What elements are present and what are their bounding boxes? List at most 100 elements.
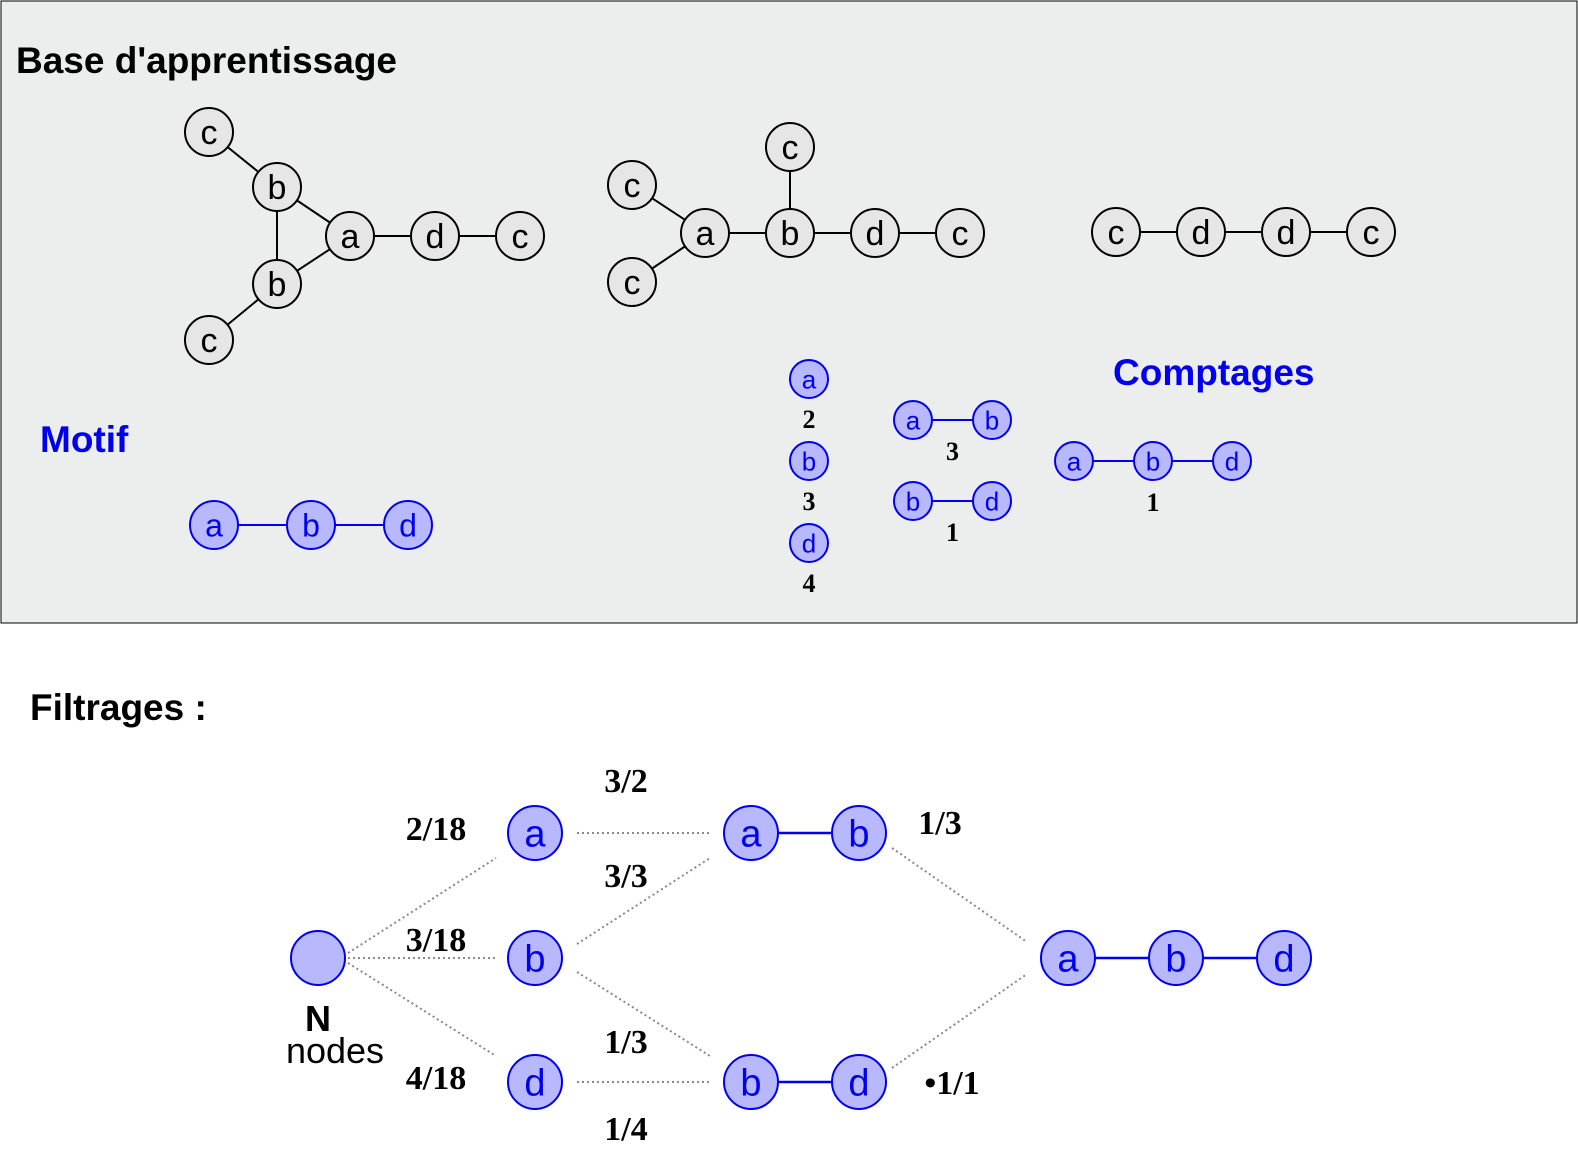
filter-edge-root-d	[347, 962, 497, 1057]
filter-node-abd-a-label: a	[1057, 939, 1079, 981]
graph-2-node-c	[607, 257, 657, 307]
filter-node-bd-d-label: d	[848, 1063, 869, 1105]
filtrages-title: Filtrages :	[30, 687, 207, 728]
graph-2-node-c-label: c	[782, 129, 799, 167]
graph-1-node-c-label: c	[201, 114, 218, 152]
count-triple-node-a-label: a	[1067, 446, 1082, 476]
graph-1-node-c	[184, 315, 234, 365]
graph-3-node-d-label: d	[1277, 214, 1296, 252]
graph-2-node-d-label: d	[866, 215, 885, 253]
graph-2-node-c-label: c	[624, 167, 641, 205]
filter-root-node	[290, 930, 346, 986]
count-pair-value: 1	[946, 518, 959, 547]
motif-node-a	[189, 500, 239, 550]
graph-1-node-c	[184, 107, 234, 157]
filter-node-ab-a-label: a	[740, 814, 762, 856]
count-pair-node-b-label: b	[985, 405, 999, 435]
filter-node-bd-d	[831, 1054, 887, 1110]
graph-2-edge	[651, 197, 686, 221]
filter-node-abd-b	[1148, 930, 1204, 986]
graph-1-node-c-label: c	[201, 322, 218, 360]
motif-node-b-label: b	[302, 508, 320, 544]
count-pair-value: 3	[946, 437, 959, 466]
count-pair-node-d-label: d	[985, 486, 999, 516]
filter-ratio: 1/4	[604, 1111, 647, 1148]
training-base-panel	[0, 0, 1578, 624]
filter-edge-root-a	[347, 857, 497, 954]
count-pair-node-b-label: b	[906, 486, 920, 516]
comptages-title: Comptages	[1113, 352, 1314, 393]
filter-edge-b-bd	[576, 971, 711, 1057]
count-single-value: 4	[803, 569, 816, 598]
count-triple-value: 1	[1147, 488, 1160, 517]
graph-1-node-a	[325, 211, 375, 261]
count-triple-node-d	[1212, 441, 1252, 481]
filter-node-bd-b-label: b	[740, 1063, 761, 1105]
filter-node-b-b-label: b	[524, 939, 545, 981]
graph-2-edge	[651, 245, 686, 270]
count-single-node-b	[789, 441, 829, 481]
graph-1-node-b-label: b	[268, 169, 287, 207]
count-single-node-d	[789, 523, 829, 563]
graph-2-node-b-label: b	[781, 215, 800, 253]
count-triple-node-a	[1054, 441, 1094, 481]
graph-2-node-a-label: a	[696, 215, 715, 253]
count-pair-node-a	[893, 400, 933, 440]
count-pair-node-d	[972, 481, 1012, 521]
filter-node-abd-d	[1256, 930, 1312, 986]
graph-1-node-a-label: a	[341, 218, 360, 256]
filter-node-abd-d-label: d	[1273, 939, 1294, 981]
filter-node-d-d	[507, 1054, 563, 1110]
graph-2-node-d	[850, 208, 900, 258]
edges-layer	[226, 146, 1347, 1084]
graph-3-node-d	[1176, 207, 1226, 257]
filter-ratio: 1/3	[604, 1024, 647, 1061]
graph-1-edge	[296, 199, 331, 224]
root-caption-nodes: nodes	[286, 1030, 384, 1071]
graph-1-edge	[227, 146, 259, 173]
graph-3-node-d-label: d	[1192, 214, 1211, 252]
count-triple-node-b-label: b	[1146, 446, 1160, 476]
graph-2-node-c	[607, 160, 657, 210]
graph-1-node-b	[252, 259, 302, 309]
graph-2-node-c-label: c	[624, 264, 641, 302]
graph-1-node-d-label: d	[426, 218, 445, 256]
filter-node-d-d-label: d	[524, 1063, 545, 1105]
graph-2-node-c-label: c	[952, 215, 969, 253]
graph-1-node-b	[252, 162, 302, 212]
filter-ratio: •1/1	[924, 1065, 979, 1102]
count-pair-node-a-label: a	[906, 405, 921, 435]
graph-2-node-a	[680, 208, 730, 258]
filter-node-ab-b-label: b	[848, 814, 869, 856]
count-pair-node-b	[893, 481, 933, 521]
count-single-node-a-label: a	[802, 364, 817, 394]
count-triple-node-b	[1133, 441, 1173, 481]
motif-node-b	[286, 500, 336, 550]
filter-node-bd-b	[723, 1054, 779, 1110]
count-pair-node-b	[972, 400, 1012, 440]
graph-1-node-b-label: b	[268, 266, 287, 304]
graph-2-node-b	[765, 208, 815, 258]
filter-node-abd-a	[1040, 930, 1096, 986]
filter-ratio: 3/18	[406, 922, 466, 959]
count-single-node-b-label: b	[802, 446, 816, 476]
filter-ratio: 2/18	[406, 811, 466, 848]
count-single-node-d-label: d	[802, 528, 816, 558]
filter-ratio: 1/3	[918, 805, 961, 842]
motif-node-a-label: a	[205, 508, 223, 544]
motif-node-d-label: d	[399, 508, 417, 544]
motif-node-d	[383, 500, 433, 550]
filter-node-ab-b	[831, 805, 887, 861]
graph-1-node-d	[410, 211, 460, 261]
graph-3-node-d	[1261, 207, 1311, 257]
graph-3-node-c	[1091, 207, 1141, 257]
filter-edge-b-ab	[576, 857, 711, 945]
filter-ratio: 4/18	[406, 1060, 466, 1097]
graph-3-node-c	[1346, 207, 1396, 257]
filter-ratio: 3/3	[604, 858, 647, 895]
root-caption-n: N	[305, 998, 331, 1039]
motif-title: Motif	[40, 419, 129, 460]
filter-node-abd-b-label: b	[1165, 939, 1186, 981]
